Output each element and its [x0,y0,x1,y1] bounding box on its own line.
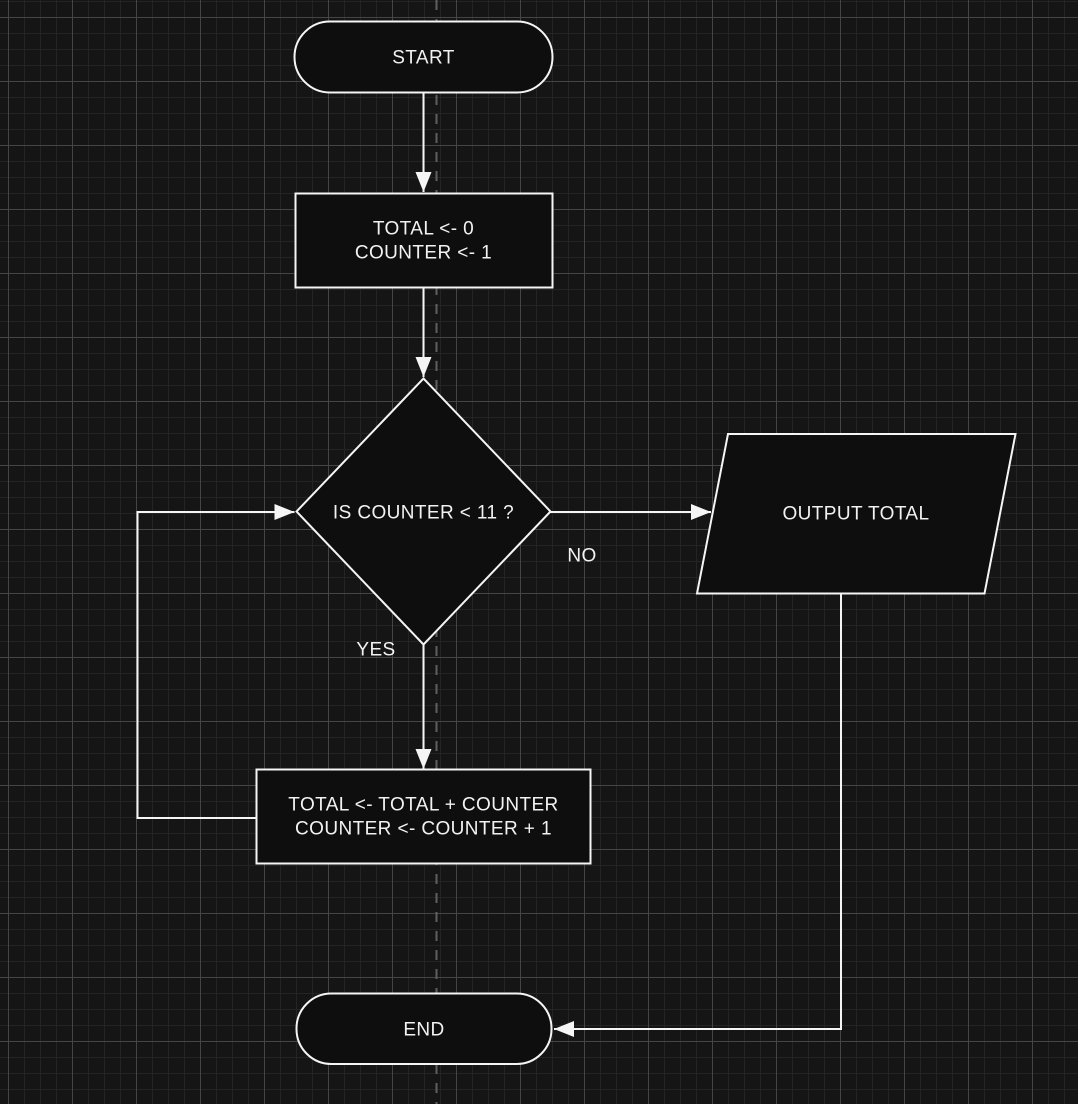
init-process-shape[interactable] [294,192,554,289]
loop-body-line1: TOTAL <- TOTAL + COUNTER [288,795,558,816]
init-process-line1: TOTAL <- 0 [373,219,474,240]
init-process-node[interactable]: TOTAL <- 0 COUNTER <- 1 [294,192,554,289]
output-node-label: OUTPUT TOTAL [783,504,930,525]
start-node-shape[interactable] [293,20,554,94]
end-node-shape[interactable] [295,992,553,1065]
edge-output-to-end[interactable] [554,594,842,1037]
init-process-line2: COUNTER <- 1 [355,243,492,264]
decision-node[interactable]: IS COUNTER < 11 ? [295,377,552,646]
output-parallelogram-shape[interactable] [695,433,1017,595]
end-node[interactable]: END [295,992,553,1065]
decision-diamond-shape[interactable] [295,377,552,646]
edge-label-no: NO [567,546,596,567]
end-node-label: END [403,1020,444,1041]
output-node[interactable]: OUTPUT TOTAL [695,433,1017,595]
edge-label-yes: YES [356,640,395,661]
start-node-label: START [392,48,455,69]
loop-body-line2: COUNTER <- COUNTER + 1 [295,819,552,840]
decision-node-label: IS COUNTER < 11 ? [333,503,514,524]
loop-body-shape[interactable] [255,768,592,865]
loop-body-node[interactable]: TOTAL <- TOTAL + COUNTER COUNTER <- COUN… [255,768,592,865]
edge-loop-body-back-to-decision[interactable] [136,504,295,819]
start-node[interactable]: START [293,20,554,94]
